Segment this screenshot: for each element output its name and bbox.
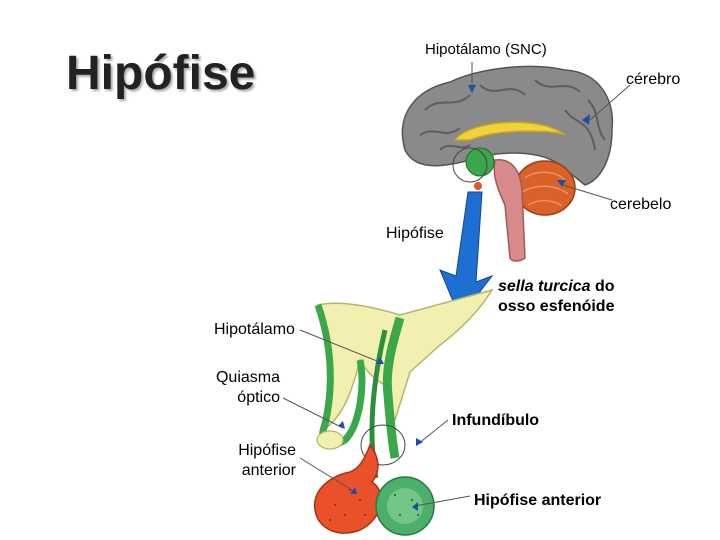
label-hipotalamo: Hipotálamo <box>214 320 295 340</box>
label-hipofise-anterior-left: Hipófise anterior <box>214 441 296 481</box>
hip-anterior-left-line2: anterior <box>242 462 296 479</box>
hip-anterior-left-line1: Hipófise <box>238 442 296 459</box>
sella-rest: do <box>591 278 615 295</box>
label-infundibulo: Infundíbulo <box>452 411 539 431</box>
sella-line2: osso esfenóide <box>498 298 614 315</box>
label-cerebelo: cerebelo <box>610 195 671 215</box>
sella-italic: sella turcica <box>498 278 591 295</box>
label-hypothalamus-snc: Hipotálamo (SNC) <box>425 40 547 60</box>
label-hipofise-anterior-right: Hipófise anterior <box>474 491 601 511</box>
label-sella-turcica: sella turcica do osso esfenóide <box>498 277 615 317</box>
anterior-lobe <box>315 445 381 533</box>
quiasma-line1: Quiasma <box>216 369 280 386</box>
quiasma-line2: óptico <box>237 389 280 406</box>
cerebellum-shape <box>515 161 575 215</box>
label-quiasma-optico: Quiasma óptico <box>198 368 280 408</box>
label-cerebro: cérebro <box>626 70 680 90</box>
label-hipofise-top: Hipófise <box>386 224 444 244</box>
